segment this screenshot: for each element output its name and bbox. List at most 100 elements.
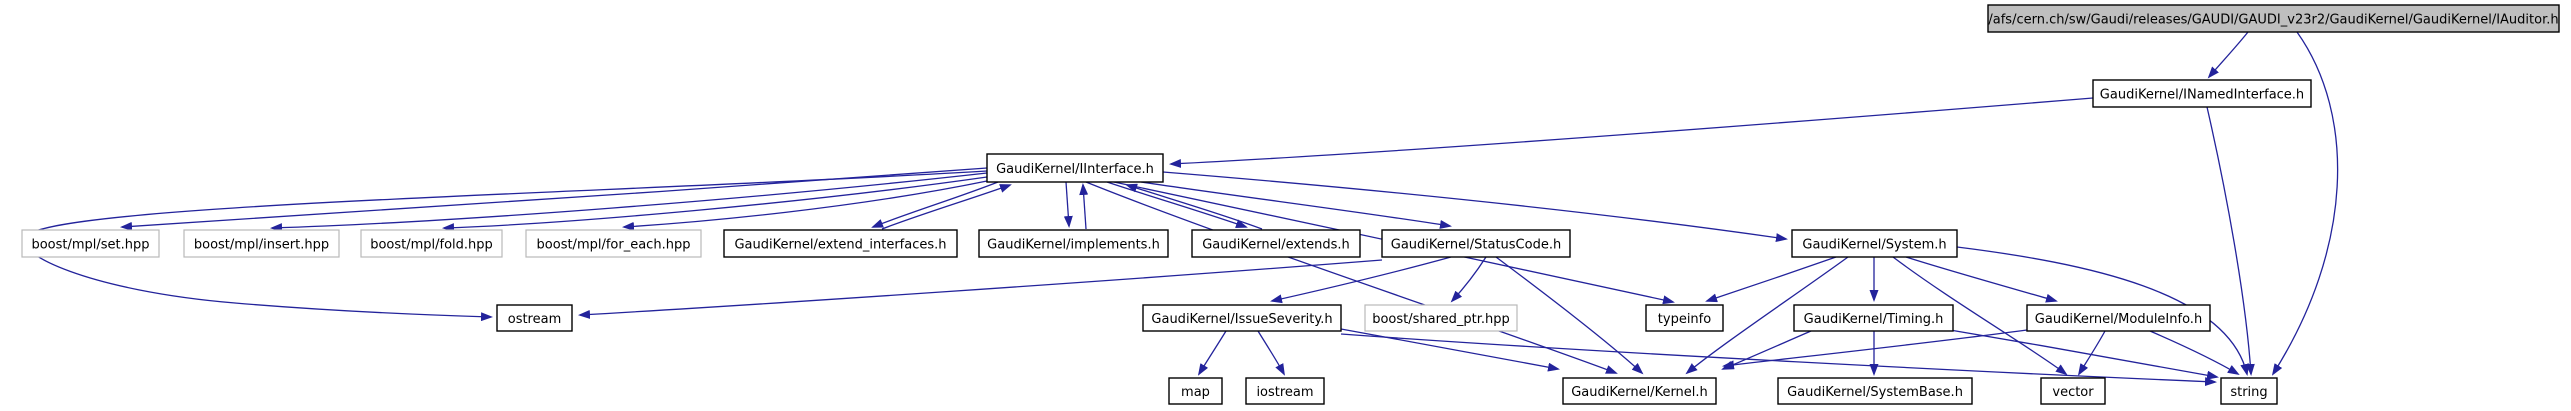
edge-inamedinterface-to-string — [2206, 106, 2255, 376]
node-label-map: map — [1181, 385, 1210, 400]
edge-iauditor-to-inamedinterface — [2207, 31, 2249, 79]
node-statuscode[interactable]: GaudiKernel/StatusCode.h — [1381, 229, 1571, 258]
node-label-mpl-insert: boost/mpl/insert.hpp — [194, 238, 329, 253]
node-ostream[interactable]: ostream — [496, 304, 573, 332]
edge-iinterface-to-kernel — [1085, 181, 1618, 374]
node-label-string: string — [2230, 385, 2267, 400]
node-label-iauditor: /afs/cern.ch/sw/Gaudi/releases/GAUDI/GAU… — [1988, 13, 2558, 28]
node-vector[interactable]: vector — [2040, 377, 2106, 405]
node-box-typeinfo — [1645, 304, 1724, 332]
edge-moduleinfo-to-kernel — [1722, 329, 2028, 370]
edge-extends-to-iinterface — [1125, 183, 1263, 230]
edge-iinterface-to-mpl-insert — [270, 172, 988, 233]
node-label-iinterface: GaudiKernel/IInterface.h — [996, 162, 1154, 177]
node-typeinfo[interactable]: typeinfo — [1645, 304, 1724, 332]
edge-iinterface-to-system — [1162, 171, 1788, 243]
node-iauditor[interactable]: /afs/cern.ch/sw/Gaudi/releases/GAUDI/GAU… — [1987, 4, 2560, 33]
node-box-mpl-insert — [183, 229, 340, 258]
edge-timing-to-string — [1949, 329, 2219, 380]
node-box-implements — [978, 229, 1169, 258]
node-box-map — [1168, 377, 1223, 405]
edge-iinterface-to-implements — [1063, 181, 1073, 228]
node-timing[interactable]: GaudiKernel/Timing.h — [1793, 304, 1954, 332]
node-label-statuscode: GaudiKernel/StatusCode.h — [1391, 238, 1561, 253]
node-moduleinfo[interactable]: GaudiKernel/ModuleInfo.h — [2026, 304, 2211, 332]
node-mpl-for-each[interactable]: boost/mpl/for_each.hpp — [525, 229, 702, 258]
edge-implements-to-iinterface — [1079, 183, 1089, 230]
node-systembase[interactable]: GaudiKernel/SystemBase.h — [1777, 377, 1973, 405]
edge-statuscode-to-issueseverity — [1270, 256, 1452, 304]
node-box-moduleinfo — [2026, 304, 2211, 332]
node-inamedinterface[interactable]: GaudiKernel/INamedInterface.h — [2092, 79, 2312, 108]
node-box-vector — [2040, 377, 2106, 405]
node-box-extend-interfaces — [723, 229, 958, 258]
edge-issueseverity-to-kernel — [1340, 328, 1560, 372]
node-box-statuscode — [1381, 229, 1571, 258]
edge-system-to-moduleinfo — [1905, 256, 2058, 303]
node-box-ostream — [496, 304, 573, 332]
node-label-inamedinterface: GaudiKernel/INamedInterface.h — [2100, 88, 2304, 103]
node-box-system — [1791, 229, 1958, 258]
node-iinterface[interactable]: GaudiKernel/IInterface.h — [986, 153, 1164, 183]
node-mpl-insert[interactable]: boost/mpl/insert.hpp — [183, 229, 340, 258]
node-label-typeinfo: typeinfo — [1658, 312, 1711, 327]
node-box-iostream — [1245, 377, 1325, 405]
edge-iinterface-to-mpl-fold — [442, 176, 988, 233]
node-label-kernel: GaudiKernel/Kernel.h — [1571, 385, 1708, 400]
node-mpl-fold[interactable]: boost/mpl/fold.hpp — [360, 229, 503, 258]
node-label-systembase: GaudiKernel/SystemBase.h — [1787, 385, 1963, 400]
node-box-kernel — [1562, 377, 1717, 405]
edge-iinterface-to-extends — [1106, 181, 1248, 228]
node-label-shared-ptr: boost/shared_ptr.hpp — [1372, 312, 1510, 327]
node-shared-ptr[interactable]: boost/shared_ptr.hpp — [1364, 304, 1518, 332]
node-label-timing: GaudiKernel/Timing.h — [1804, 312, 1944, 327]
node-mpl-set[interactable]: boost/mpl/set.hpp — [21, 229, 160, 258]
edge-statuscode-to-shared-ptr — [1450, 256, 1487, 303]
node-box-iinterface — [986, 153, 1164, 183]
node-iostream[interactable]: iostream — [1245, 377, 1325, 405]
node-extend-interfaces[interactable]: GaudiKernel/extend_interfaces.h — [723, 229, 958, 258]
edge-statuscode-to-kernel — [1495, 256, 1644, 375]
edge-iinterface-to-statuscode — [1140, 181, 1452, 229]
node-kernel[interactable]: GaudiKernel/Kernel.h — [1562, 377, 1717, 405]
node-map[interactable]: map — [1168, 377, 1223, 405]
edge-system-to-kernel — [1685, 256, 1849, 375]
node-box-systembase — [1777, 377, 1973, 405]
edge-system-to-string — [1956, 246, 2250, 376]
node-label-mpl-set: boost/mpl/set.hpp — [31, 238, 149, 253]
node-box-shared-ptr — [1364, 304, 1518, 332]
edge-iinterface-to-extend-interfaces — [871, 181, 999, 228]
edge-iauditor-to-string — [2271, 31, 2339, 376]
edge-iinterface-to-mpl-for-each — [622, 180, 988, 231]
edge-issueseverity-to-string — [1340, 333, 2217, 387]
node-label-moduleinfo: GaudiKernel/ModuleInfo.h — [2035, 312, 2202, 327]
edge-moduleinfo-to-string — [2149, 330, 2240, 376]
edge-extend-interfaces-to-iinterface — [881, 184, 1012, 230]
node-extends[interactable]: GaudiKernel/extends.h — [1191, 229, 1361, 258]
edge-system-to-vector — [1892, 256, 2068, 376]
node-label-mpl-fold: boost/mpl/fold.hpp — [370, 238, 493, 253]
node-label-mpl-for-each: boost/mpl/for_each.hpp — [537, 238, 691, 253]
edge-statuscode-to-ostream — [578, 259, 1383, 319]
node-system[interactable]: GaudiKernel/System.h — [1791, 229, 1958, 258]
node-box-issueseverity — [1142, 304, 1342, 332]
node-label-system: GaudiKernel/System.h — [1802, 238, 1946, 253]
node-box-extends — [1191, 229, 1361, 258]
node-label-iostream: iostream — [1256, 385, 1313, 400]
node-string[interactable]: string — [2220, 377, 2278, 405]
node-implements[interactable]: GaudiKernel/implements.h — [978, 229, 1169, 258]
node-box-mpl-for-each — [525, 229, 702, 258]
edge-issueseverity-to-map — [1197, 330, 1227, 376]
node-box-timing — [1793, 304, 1954, 332]
node-box-iauditor — [1987, 4, 2560, 33]
node-label-vector: vector — [2052, 385, 2094, 400]
edge-inamedinterface-to-iinterface — [1169, 97, 2094, 168]
node-box-mpl-fold — [360, 229, 503, 258]
node-issueseverity[interactable]: GaudiKernel/IssueSeverity.h — [1142, 304, 1342, 332]
node-box-mpl-set — [21, 229, 160, 258]
node-box-inamedinterface — [2092, 79, 2312, 108]
edge-iinterface-to-mpl-set — [120, 167, 988, 231]
edge-moduleinfo-to-vector — [2077, 330, 2106, 376]
